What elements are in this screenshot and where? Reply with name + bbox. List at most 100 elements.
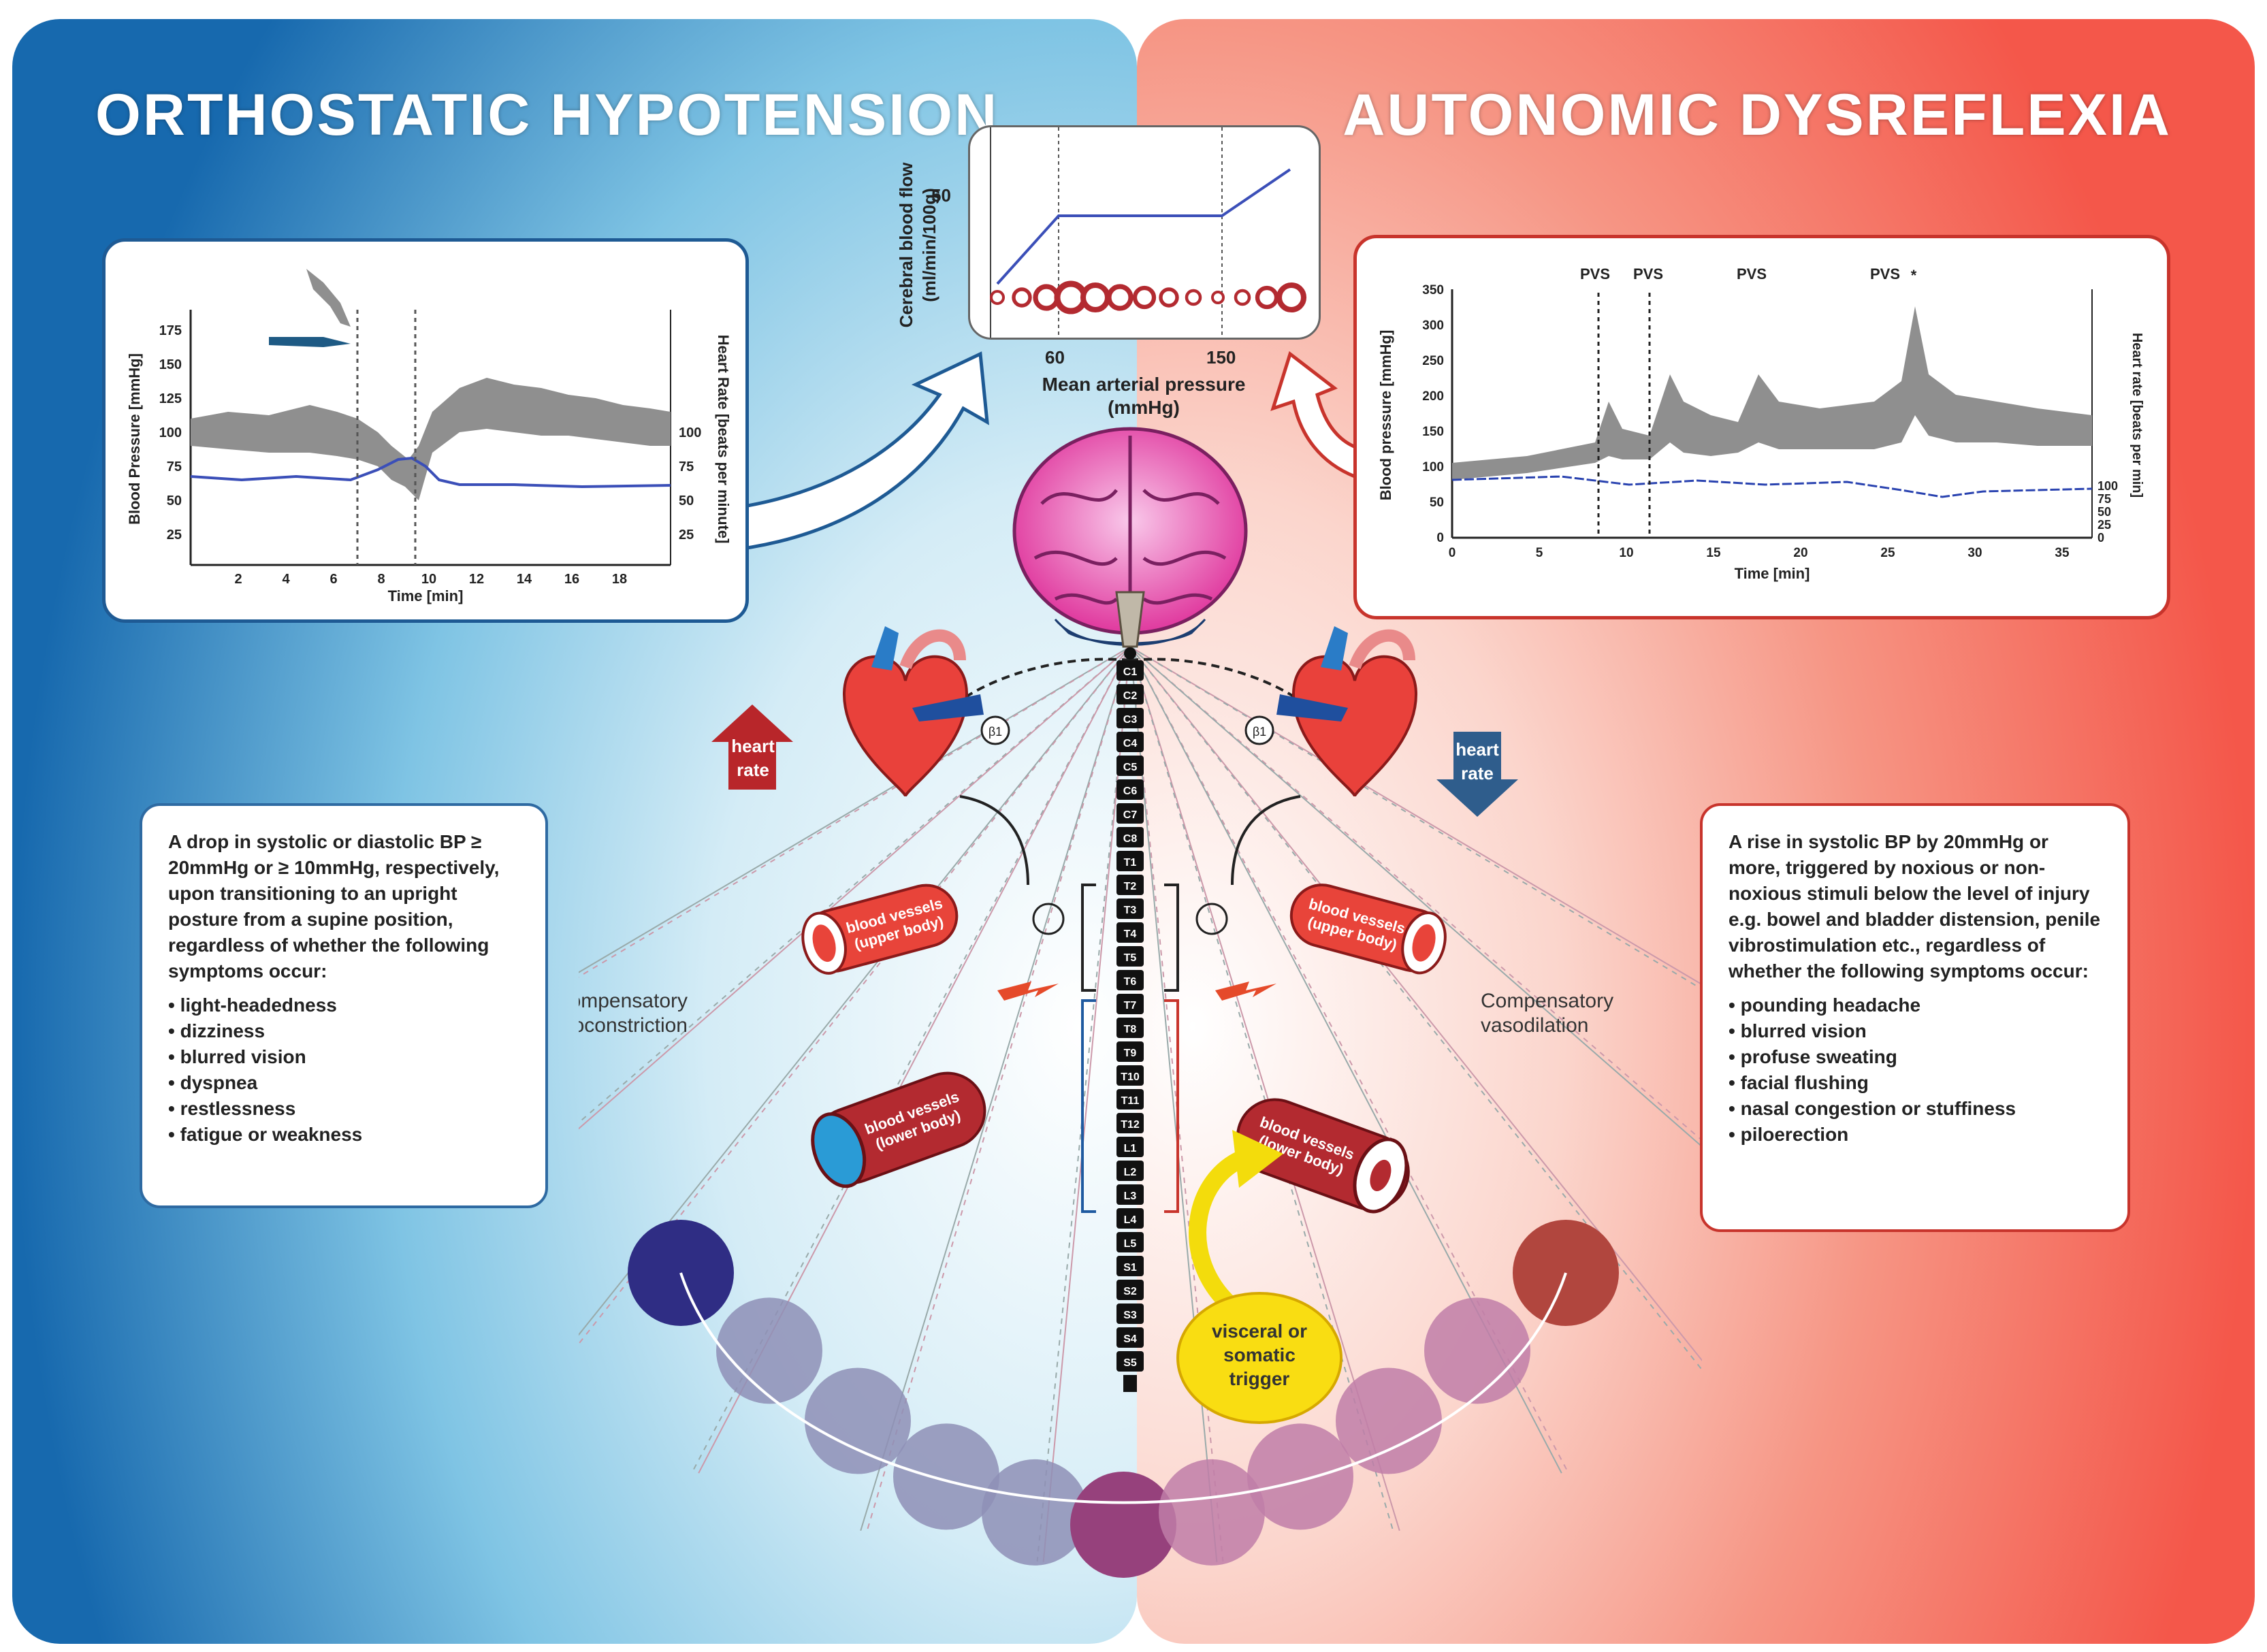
oh-ytick-right: 50 — [679, 493, 694, 508]
ad-symptom-list: pounding headache blurred vision profuse… — [1729, 992, 2102, 1148]
title-autonomic-dysreflexia: AUTONOMIC DYSREFLEXIA — [1342, 82, 2172, 148]
bracket-left-blue — [1081, 999, 1096, 1213]
cbf-vessel-circle — [1159, 287, 1179, 308]
spinal-cord: C1C2C3C4C5C6C7C8T1T2T3T4T5T6T7T8T9T10T11… — [1116, 647, 1144, 1392]
ganglion-right-label: β1 — [1253, 725, 1266, 739]
spinal-segment-label: C6 — [1123, 785, 1138, 797]
list-item: nasal congestion or stuffiness — [1729, 1096, 2102, 1122]
left-dashed-arc — [959, 658, 1131, 702]
heart-rate-down-label-2: rate — [1461, 763, 1494, 783]
spinal-segment-label: S5 — [1123, 1357, 1137, 1369]
cerebral-blood-flow-panel — [968, 125, 1321, 340]
spinal-segment — [1116, 1113, 1144, 1133]
spinal-segment — [1116, 684, 1144, 704]
spinal-segment-label: T9 — [1124, 1048, 1137, 1059]
spinal-segment-label: L4 — [1124, 1214, 1137, 1226]
oh-x-label: Time [min] — [388, 587, 464, 604]
spinal-segment-label: T1 — [1124, 857, 1137, 869]
right-dashed-arc — [1129, 658, 1302, 702]
ad-xtick: 15 — [1706, 546, 1721, 560]
ad-y-right-label: Heart rate [beats per min] — [2129, 333, 2144, 498]
ad-xtick: 35 — [2055, 546, 2070, 560]
spinal-segment-label: C1 — [1123, 666, 1138, 678]
oh-y-left-ticks: 25 50 75 100 125 150 175 — [159, 323, 182, 542]
ad-pvs-label: PVS — [1870, 265, 1900, 282]
ad-xtick: 10 — [1619, 546, 1633, 560]
spinal-segment — [1116, 1232, 1144, 1252]
brain-icon — [1012, 427, 1248, 648]
pressure-circle — [1424, 1297, 1530, 1404]
spinal-segment-label: T8 — [1124, 1024, 1137, 1035]
ad-chart-panel: 0 50 100 150 200 250 300 350 0 25 50 75 … — [1353, 235, 2170, 619]
spinal-segment-label: S1 — [1123, 1262, 1137, 1274]
spinal-segment — [1116, 994, 1144, 1014]
cbf-vessel-circle — [1012, 287, 1032, 308]
oh-xtick: 4 — [282, 572, 290, 587]
list-item: restlessness — [168, 1096, 519, 1122]
ad-bp-band — [1452, 306, 2092, 480]
ad-ytick-right: 50 — [2097, 505, 2111, 519]
oh-chart-panel: 25 50 75 100 125 150 175 25 50 75 100 2 … — [102, 238, 749, 623]
spinal-segment — [1116, 732, 1144, 752]
spinal-segment — [1116, 779, 1144, 800]
lightning-left-icon — [997, 982, 1059, 1001]
oh-xtick: 18 — [612, 572, 627, 587]
cbf-y-label-line1: Cerebral blood flow — [896, 162, 916, 327]
spinal-segment-label: C4 — [1123, 738, 1138, 749]
spinal-segment-label: T3 — [1124, 905, 1137, 916]
oh-inset-gray — [306, 269, 351, 327]
fan-line — [579, 646, 1131, 1130]
trigger-arrow-head — [1232, 1130, 1283, 1188]
oh-x-ticks: 2 4 6 8 10 12 14 16 18 — [234, 572, 627, 587]
oh-xtick: 10 — [421, 572, 436, 587]
pressure-arc-circles — [628, 1220, 1619, 1578]
spinal-segment — [1116, 827, 1144, 847]
fan-line — [1129, 646, 1702, 990]
pressure-circle — [893, 1423, 999, 1530]
ad-ytick: 300 — [1422, 319, 1444, 333]
spinal-segment — [1116, 1184, 1144, 1205]
cbf-vessel-circle — [989, 289, 1006, 306]
comp-left-line2: vasoconstriction — [579, 1014, 688, 1037]
ganglion-left-label: β1 — [988, 725, 1002, 739]
trigger-bubble: visceral or somatic trigger — [1176, 1292, 1342, 1424]
ad-ytick: 350 — [1422, 283, 1444, 297]
bracket-left-black — [1081, 884, 1096, 992]
oh-xtick: 12 — [469, 572, 484, 587]
oh-ytick: 50 — [167, 493, 182, 508]
ad-x-label: Time [min] — [1735, 565, 1810, 582]
ad-hr-line — [1451, 475, 2093, 498]
spinal-segment — [1116, 1018, 1144, 1038]
oh-bp-band — [191, 378, 671, 500]
cbf-y-tick: 50 — [931, 185, 951, 206]
oh-ytick: 100 — [159, 425, 182, 440]
heart-right-icon — [1276, 626, 1418, 797]
pressure-circle — [982, 1459, 1088, 1566]
spine-top-node — [1124, 647, 1136, 660]
ad-asterisk: * — [1911, 267, 1917, 284]
spinal-segment-label: T11 — [1121, 1095, 1140, 1107]
spinal-segment-label: L5 — [1124, 1238, 1137, 1250]
ad-ytick: 250 — [1422, 354, 1444, 368]
ad-ytick: 200 — [1422, 389, 1444, 404]
spinal-segment — [1116, 660, 1144, 681]
spinal-segment — [1116, 1256, 1144, 1276]
trigger-arrow — [1189, 1148, 1250, 1314]
oh-ytick: 25 — [167, 528, 182, 542]
cbf-vessel-circle — [1211, 291, 1225, 304]
fan-line — [1129, 646, 1218, 1562]
spinal-segment — [1116, 1065, 1144, 1086]
spinal-segment-label: T4 — [1124, 928, 1137, 940]
spinal-segment — [1116, 756, 1144, 776]
ad-pvs-label: PVS — [1633, 265, 1663, 282]
oh-definition-box: A drop in systolic or diastolic BP ≥ 20m… — [140, 803, 548, 1208]
spinal-segment — [1116, 898, 1144, 919]
ad-ytick: 50 — [1430, 496, 1444, 510]
ad-xtick: 30 — [1967, 546, 1982, 560]
comp-left-line1: Compensatory — [579, 990, 688, 1012]
spinal-segment — [1116, 851, 1144, 871]
list-item: fatigue or weakness — [168, 1122, 519, 1148]
ad-ytick-right: 100 — [2097, 479, 2118, 493]
nerve-left-heart — [959, 795, 1029, 886]
oh-definition-text: A drop in systolic or diastolic BP ≥ 20m… — [168, 831, 500, 982]
